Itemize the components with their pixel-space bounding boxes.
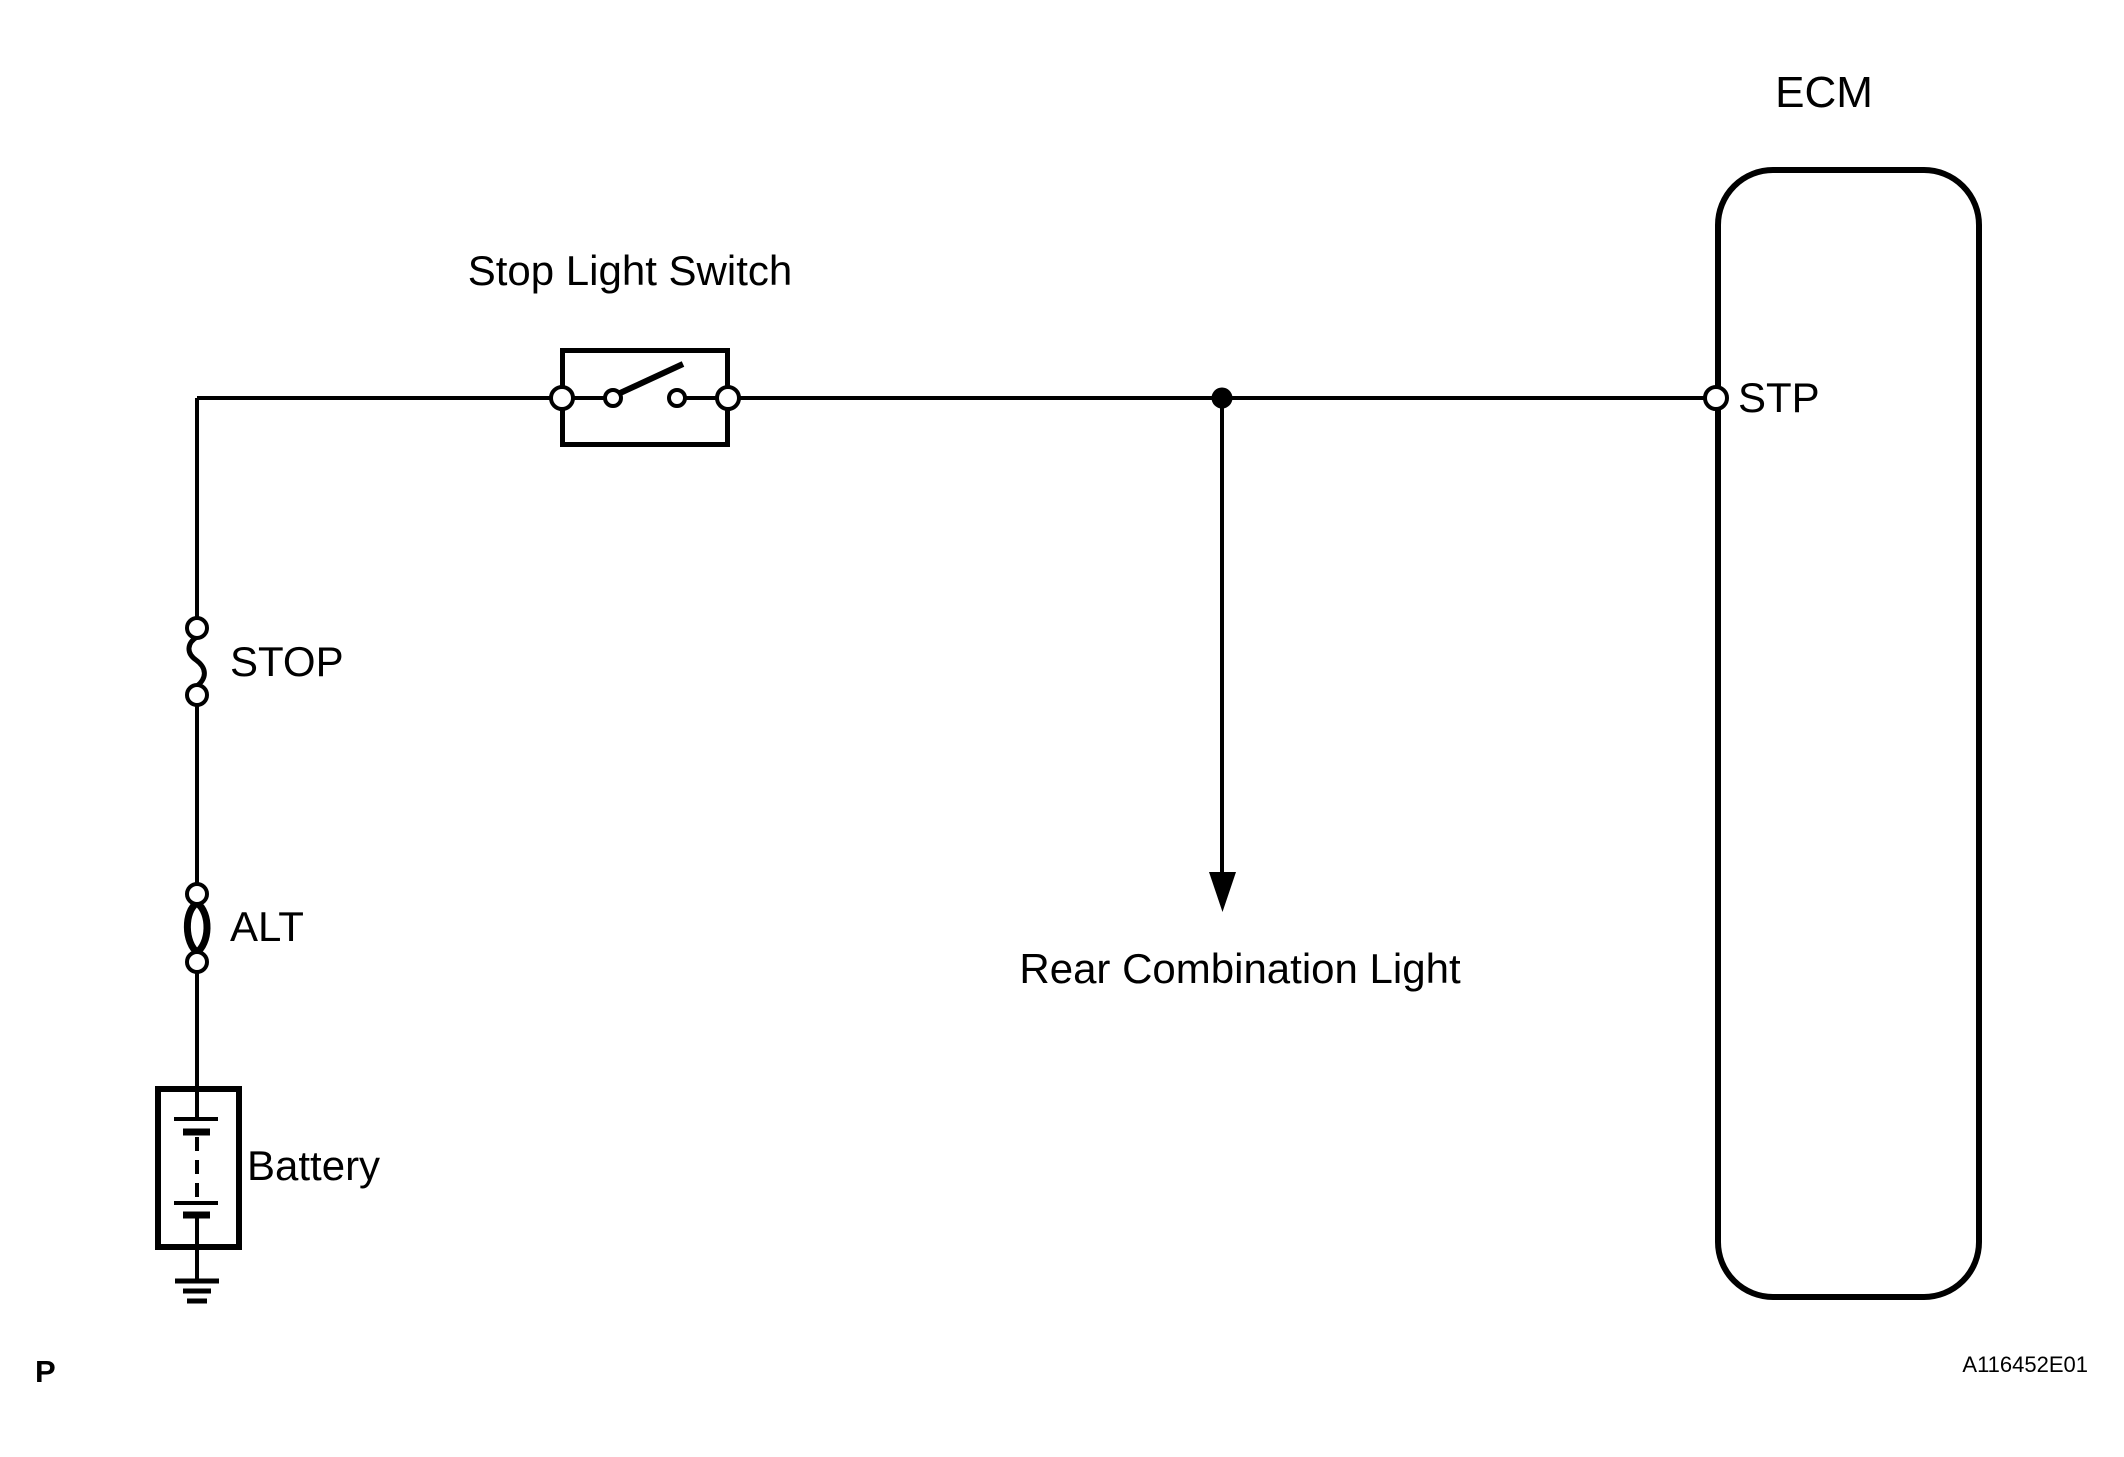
fuse-top-terminal-icon — [185, 616, 209, 640]
battery-label: Battery — [247, 1142, 380, 1189]
ground-icon — [175, 1278, 219, 1304]
fuse-icon — [186, 634, 207, 688]
alt-fusible-link: ALT — [183, 882, 304, 974]
switch-left-contact-icon — [603, 388, 623, 408]
ecm-label: ECM — [1775, 68, 1873, 117]
switch-left-terminal-icon — [549, 385, 575, 411]
stop-fuse-label: STOP — [230, 638, 344, 685]
alt-fusible-link-label: ALT — [230, 903, 304, 950]
fuse-bottom-terminal-icon — [185, 683, 209, 707]
fusible-link-bottom-terminal-icon — [185, 950, 209, 974]
fusible-link-top-terminal-icon — [185, 882, 209, 906]
ecm: ECM STP — [1703, 68, 1982, 1300]
stop-light-switch: Stop Light Switch — [468, 247, 793, 447]
stop-light-switch-label: Stop Light Switch — [468, 247, 793, 294]
battery-box — [155, 1086, 242, 1250]
ecm-box — [1715, 167, 1982, 1300]
arrow-down-icon — [1209, 872, 1236, 912]
figure-code: A116452E01 — [1962, 1352, 2088, 1377]
switch-blade-icon — [616, 361, 685, 397]
fusible-link-icon — [192, 899, 211, 957]
fusible-link-icon — [183, 899, 202, 957]
stp-terminal-icon — [1703, 385, 1729, 411]
wires — [195, 396, 1716, 1281]
rear-combination-light-label: Rear Combination Light — [1019, 945, 1461, 992]
switch-right-contact-icon — [667, 388, 687, 408]
battery: Battery — [155, 1086, 380, 1250]
stop-fuse: STOP — [185, 616, 344, 707]
stp-terminal-label: STP — [1738, 374, 1820, 421]
page-marker: P — [35, 1354, 56, 1389]
junction-dot — [1211, 387, 1233, 409]
switch-right-terminal-icon — [715, 385, 741, 411]
